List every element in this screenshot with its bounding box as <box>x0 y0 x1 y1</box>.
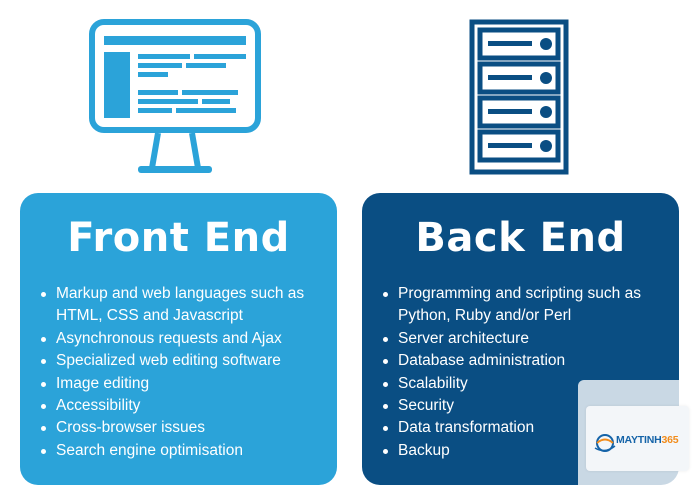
list-item: Security <box>380 395 667 417</box>
list-item: Scalability <box>380 373 667 395</box>
list-item: Search engine optimisation <box>38 440 325 462</box>
back-end-list: Programming and scripting such as Python… <box>380 283 667 462</box>
list-item: Asynchronous requests and Ajax <box>38 328 325 350</box>
list-item: Specialized web editing software <box>38 350 325 372</box>
list-item: Backup <box>380 440 667 462</box>
front-end-title: Front End <box>67 215 290 261</box>
back-end-title: Back End <box>415 215 626 261</box>
list-item: Cross-browser issues <box>38 417 325 439</box>
list-item: Accessibility <box>38 395 325 417</box>
front-end-card: Front End Markup and web languages such … <box>20 193 337 485</box>
watermark-panel: MAYTINH365 <box>586 406 689 471</box>
back-end-card: Back End Programming and scripting such … <box>362 193 679 485</box>
monitor-icon <box>89 19 261 173</box>
globe-logo-icon <box>594 434 616 452</box>
front-end-list: Markup and web languages such as HTML, C… <box>38 283 325 462</box>
list-item: Markup and web languages such as HTML, C… <box>38 283 325 328</box>
list-item: Data transformation <box>380 417 667 439</box>
list-item: Database administration <box>380 350 667 372</box>
watermark-brand: MAYTINH365 <box>616 434 679 446</box>
list-item: Server architecture <box>380 328 667 350</box>
server-rack-icon <box>469 19 569 175</box>
list-item: Image editing <box>38 373 325 395</box>
watermark: MAYTINH365 <box>578 380 695 498</box>
list-item: Programming and scripting such as Python… <box>380 283 667 328</box>
